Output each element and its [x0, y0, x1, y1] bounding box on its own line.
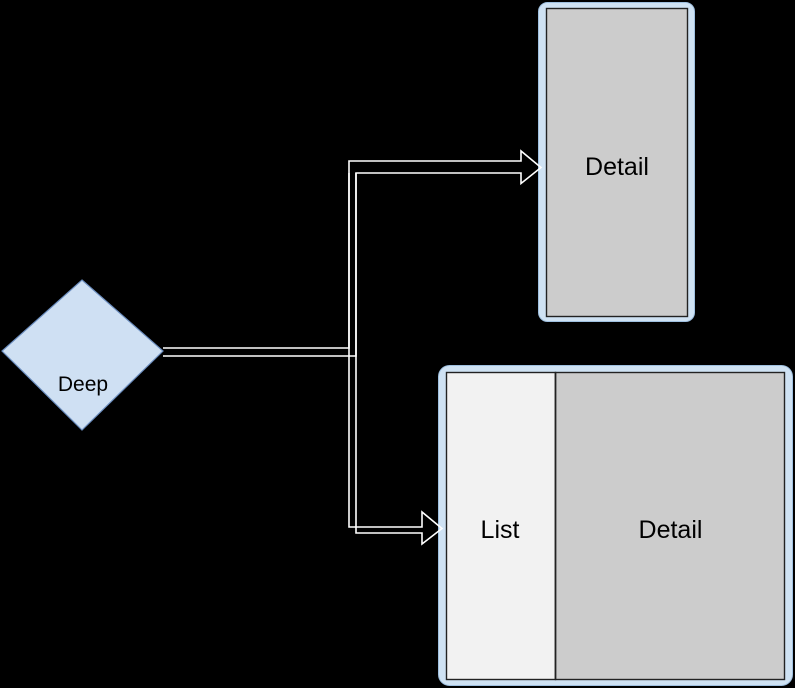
- tablet-list-panel[interactable]: [445, 371, 557, 681]
- deep-link-label-line2: link: [67, 451, 99, 474]
- tablet-detail-panel[interactable]: [554, 371, 786, 681]
- phone-detail-node[interactable]: [538, 2, 695, 322]
- edge-bottom-outline: [348, 173, 444, 546]
- edge-top-outline: [163, 149, 543, 357]
- tablet-list-detail-node[interactable]: [438, 365, 793, 686]
- phone-screen: [545, 7, 689, 318]
- deep-link-label-line1: Deep: [57, 373, 109, 396]
- deep-link-label: Deep link: [2, 320, 164, 528]
- edge-deep-link-to-tablet[interactable]: [348, 173, 444, 546]
- deep-link-diamond: [1, 279, 164, 431]
- edge-deep-link-to-phone-detail[interactable]: [163, 149, 543, 357]
- deep-link-node[interactable]: [1, 279, 164, 431]
